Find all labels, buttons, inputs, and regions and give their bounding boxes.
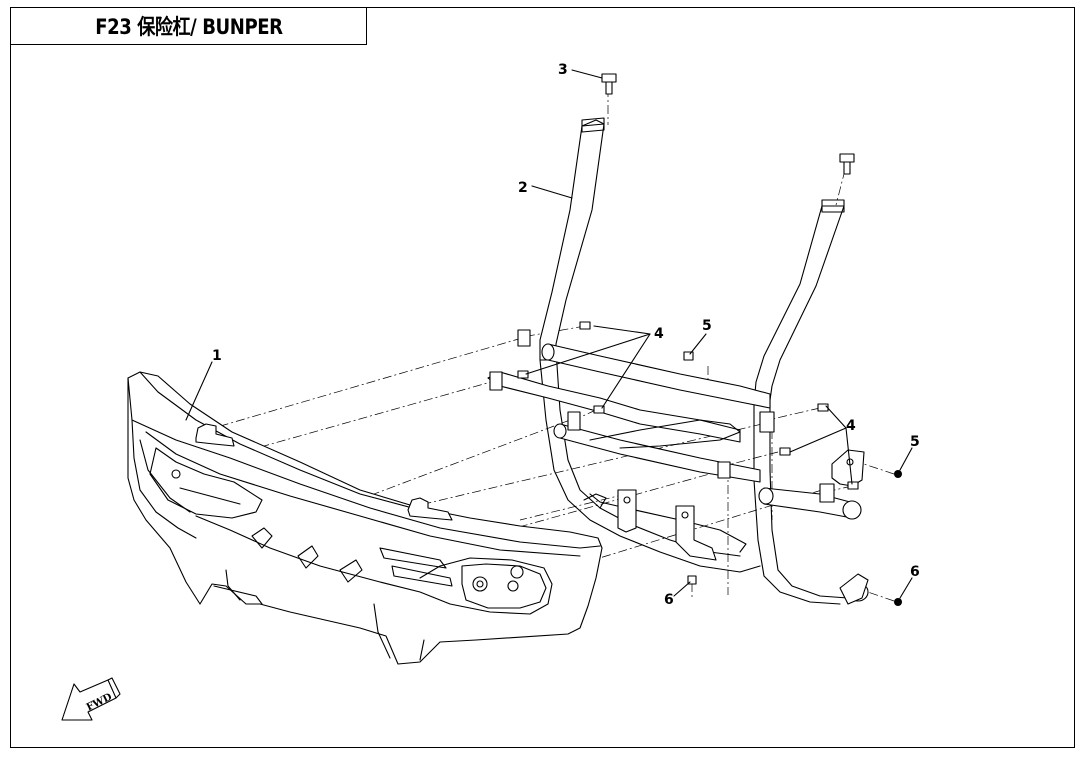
callout-1: 1: [212, 348, 222, 364]
callout-5-upper: 5: [702, 318, 712, 334]
bumper-frame: [487, 117, 869, 605]
callout-6-lower: 6: [664, 592, 674, 608]
callout-2: 2: [518, 180, 528, 196]
nuts-and-screws: [683, 351, 902, 606]
callout-leaders: [185, 69, 913, 599]
callout-4-left: 4: [654, 326, 664, 342]
callout-3: 3: [558, 62, 568, 78]
bumper-cover: [127, 371, 603, 665]
clips: [517, 321, 859, 490]
forward-direction-arrow: FWD: [61, 677, 121, 721]
callout-5-right: 5: [910, 434, 920, 450]
upper-bolt: [601, 73, 855, 175]
page-title: F23 保险杠/ BUNPER: [94, 15, 283, 39]
callout-4-right: 4: [846, 418, 856, 434]
drawing-border: [10, 7, 1075, 748]
callout-labels: 1 2 3 4 4 5 5 6 6: [212, 62, 920, 608]
title-block: F23 保险杠/ BUNPER: [10, 7, 367, 45]
callout-6-right: 6: [910, 564, 920, 580]
